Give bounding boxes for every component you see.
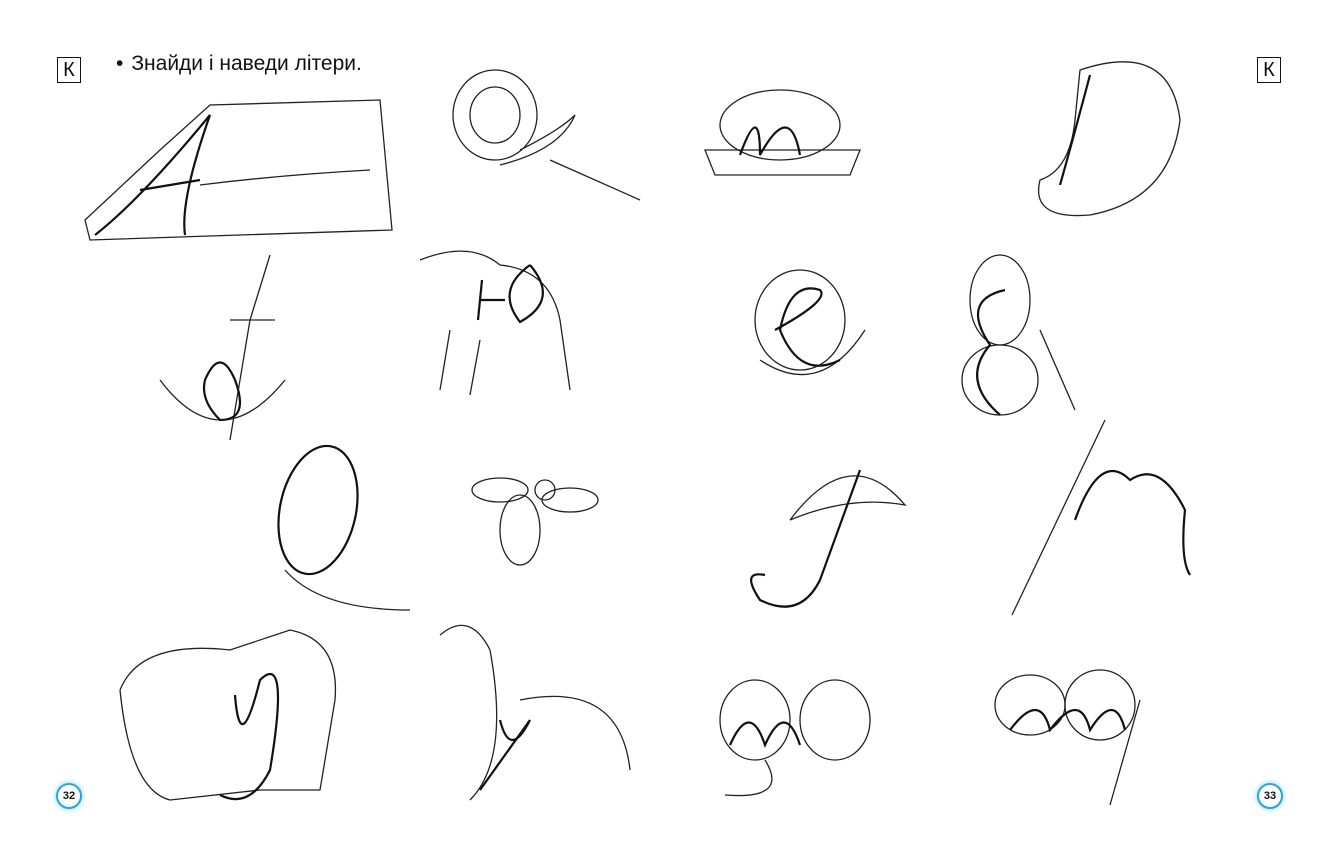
page-number-left: 32 (56, 783, 82, 809)
snake-worm-illustration (439, 624, 631, 801)
orchid-illustration (994, 669, 1141, 806)
umbrella-illustration (750, 469, 907, 608)
page-number-right: 33 (1257, 783, 1283, 809)
bullet: • (116, 52, 124, 75)
instruction: • Знайди і наведи літери. (116, 52, 362, 76)
bee-illustration (471, 477, 599, 566)
camel-illustration (419, 250, 571, 396)
fishing-rod-illustration (1011, 419, 1191, 616)
anchor-illustration (159, 254, 286, 441)
balloon-illustration (277, 444, 411, 611)
elephant-illustration (119, 629, 337, 801)
section-marker-right: К (1257, 57, 1281, 83)
mouse-illustration (719, 679, 871, 797)
snake-illustration (754, 269, 866, 376)
haystack-illustration (84, 99, 393, 241)
snail-illustration (452, 69, 641, 201)
section-marker-left: К (57, 57, 81, 83)
butter-dish-illustration (704, 89, 861, 176)
butterfly-illustration (961, 254, 1076, 416)
pig-illustration (1038, 61, 1181, 217)
instruction-text: Знайди і наведи літери. (131, 52, 362, 75)
